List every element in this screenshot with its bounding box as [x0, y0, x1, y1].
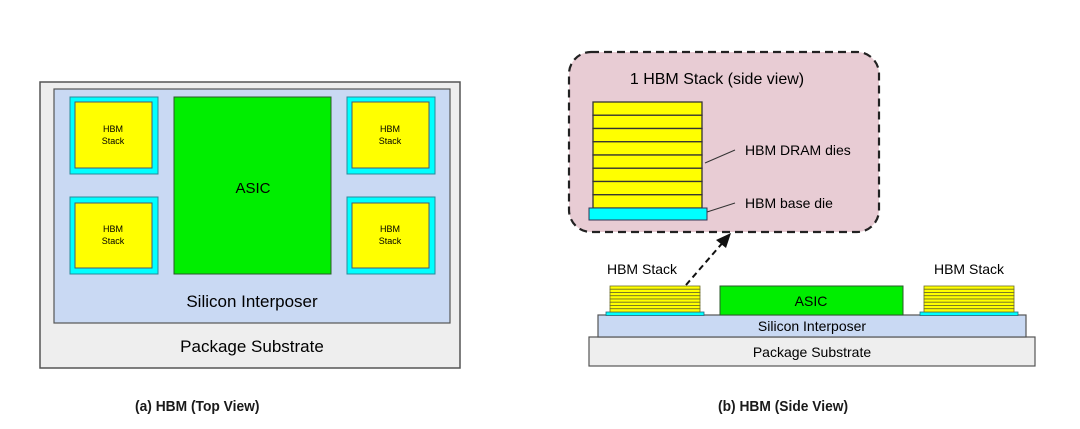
- side-left-hbm-base: [605, 311, 705, 316]
- dram-die: [609, 301, 701, 306]
- side-right-hbm-base: [919, 311, 1019, 316]
- side-right-hbm-stack: [923, 285, 1015, 313]
- hbm-label-line1: HBM: [380, 224, 400, 234]
- dram-die: [923, 295, 1015, 300]
- callout-base-die: [588, 207, 708, 221]
- dram-die: [923, 285, 1015, 290]
- dram-dies-label: HBM DRAM dies: [745, 142, 851, 158]
- top-interposer-label: Silicon Interposer: [186, 292, 318, 311]
- hbm-label-line2: Stack: [379, 136, 402, 146]
- top-hbm-stack-3: HBM Stack: [346, 96, 436, 175]
- dram-die: [592, 101, 703, 116]
- dram-die: [923, 288, 1015, 293]
- callout-title: 1 HBM Stack (side view): [630, 71, 804, 88]
- callout-hbm-stack: [592, 101, 703, 209]
- dram-die: [592, 154, 703, 169]
- dram-die: [609, 295, 701, 300]
- right-stack-label: HBM Stack: [934, 261, 1005, 277]
- hbm-label-line2: Stack: [102, 136, 125, 146]
- dram-die: [592, 194, 703, 209]
- dram-die: [609, 285, 701, 290]
- top-asic-label: ASIC: [235, 180, 270, 197]
- side-asic-label: ASIC: [795, 293, 828, 309]
- caption-top-view: (a) HBM (Top View): [135, 398, 260, 415]
- arrow-head-icon: [716, 233, 731, 248]
- hbm-label-line2: Stack: [379, 236, 402, 246]
- dram-die: [923, 298, 1015, 303]
- zoom-arrow: [685, 239, 726, 286]
- base-die-label: HBM base die: [745, 195, 833, 211]
- dram-die: [923, 301, 1015, 306]
- dram-die: [592, 180, 703, 196]
- left-stack-label: HBM Stack: [607, 261, 678, 277]
- top-substrate-label: Package Substrate: [180, 337, 324, 356]
- top-asic: [173, 96, 332, 275]
- caption-side-view: (b) HBM (Side View): [718, 398, 849, 415]
- dram-die: [609, 305, 701, 310]
- dram-die: [592, 127, 703, 143]
- dram-die: [609, 298, 701, 303]
- side-substrate-label: Package Substrate: [753, 344, 872, 360]
- side-left-hbm-stack: [609, 285, 701, 313]
- hbm-label-line1: HBM: [103, 224, 123, 234]
- dram-die: [592, 167, 703, 183]
- dram-die: [923, 292, 1015, 297]
- hbm-label-line2: Stack: [102, 236, 125, 246]
- dram-dies-leader: [704, 149, 736, 164]
- base-die-leader: [706, 202, 736, 213]
- dram-die: [923, 308, 1015, 313]
- side-asic: [719, 285, 904, 316]
- top-hbm-stack-1: HBM Stack: [69, 96, 159, 175]
- hbm-label-line1: HBM: [103, 124, 123, 134]
- dram-die: [592, 114, 703, 130]
- dram-die: [609, 292, 701, 297]
- dram-die: [592, 141, 703, 156]
- top-hbm-stack-2: HBM Stack: [69, 196, 159, 275]
- side-interposer-label: Silicon Interposer: [758, 318, 867, 334]
- hbm-label-line1: HBM: [380, 124, 400, 134]
- dram-die: [923, 305, 1015, 310]
- top-hbm-stack-4: HBM Stack: [346, 196, 436, 275]
- dram-die: [609, 308, 701, 313]
- dram-die: [609, 288, 701, 293]
